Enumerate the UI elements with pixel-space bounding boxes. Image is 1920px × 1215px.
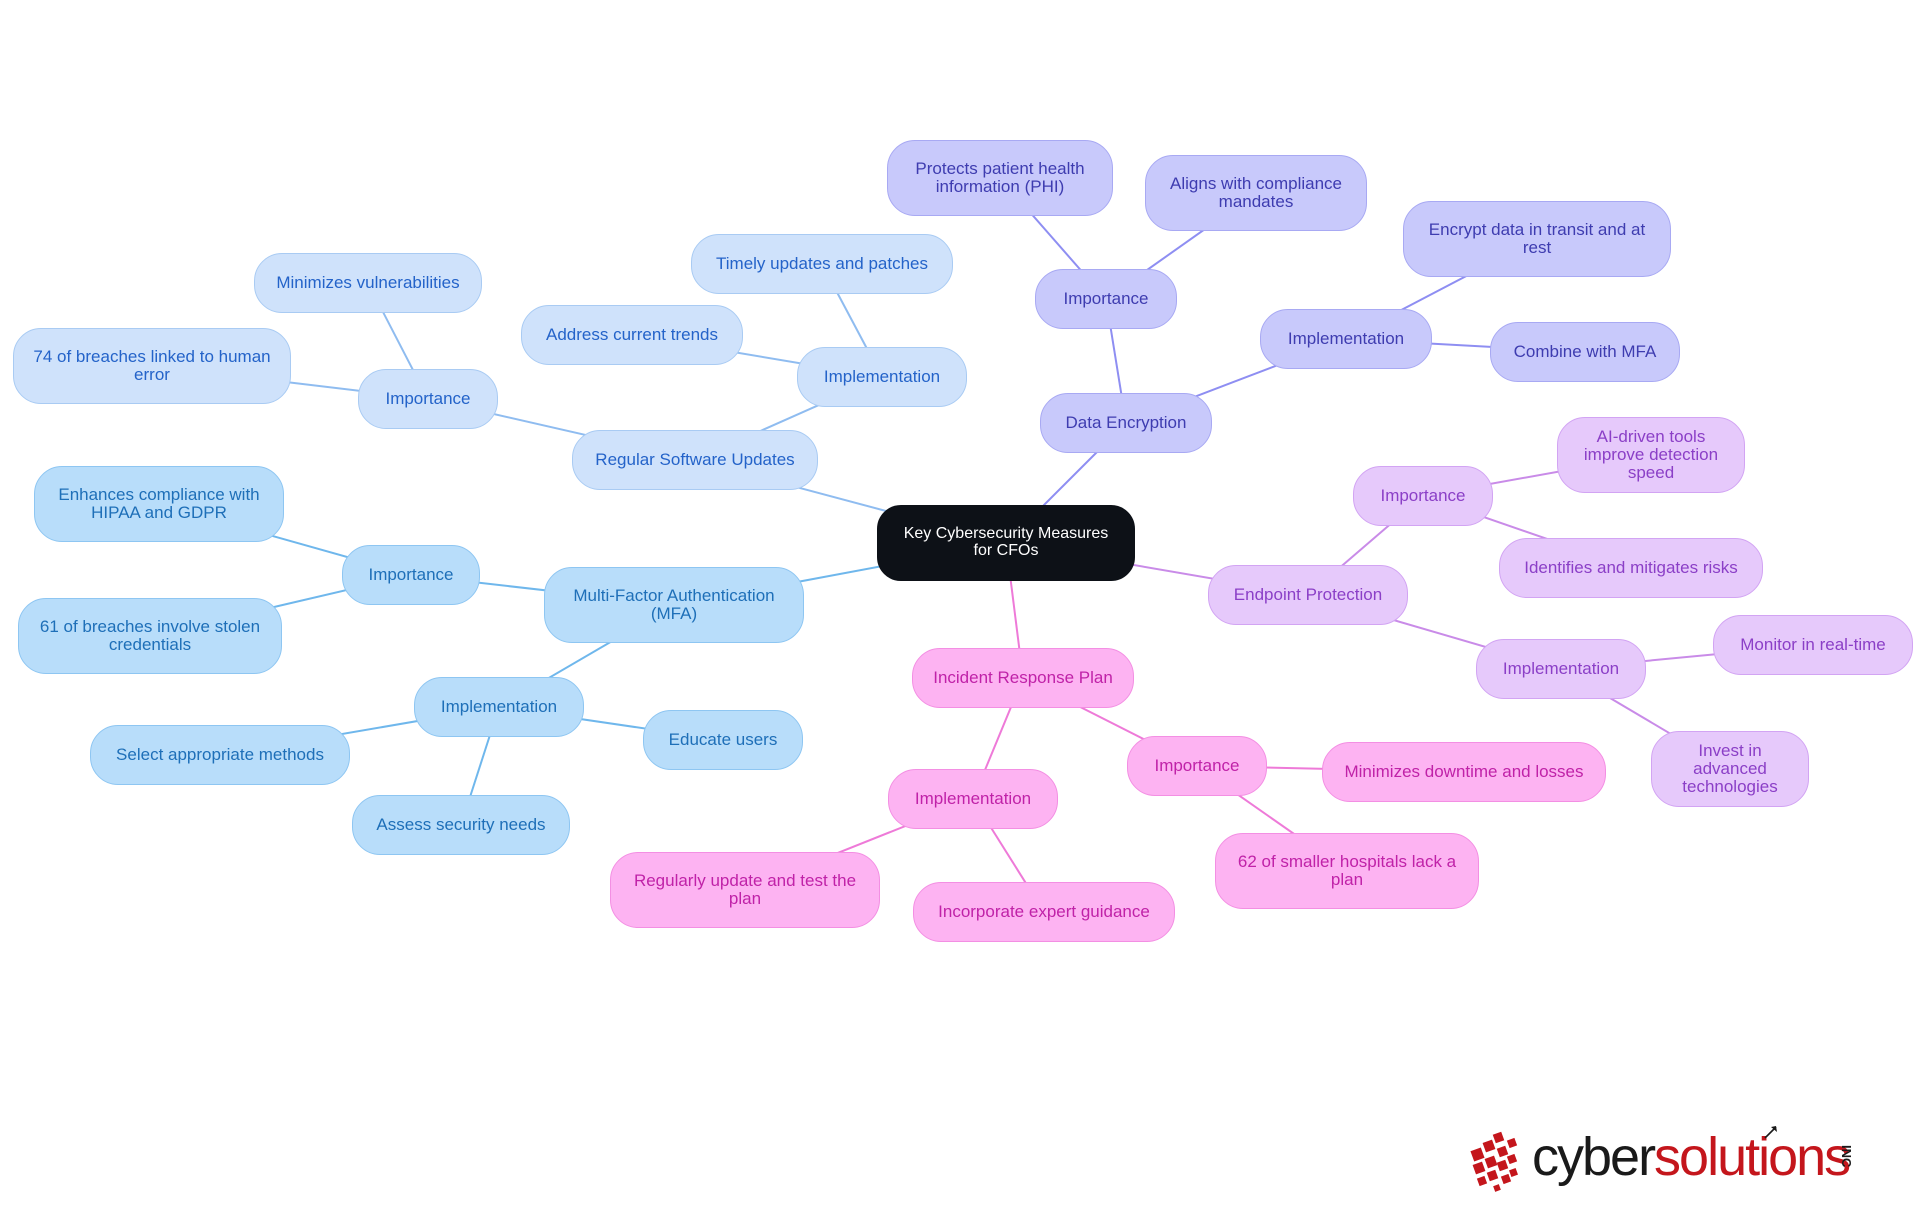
node-ep: Endpoint Protection <box>1208 565 1408 625</box>
node-rsu-imp-1: Minimizes vulnerabilities <box>254 253 482 313</box>
cybersolutions-logo: cybersolutions INC <box>1464 1125 1884 1195</box>
node-irp-imp-1: Minimizes downtime and losses <box>1322 742 1606 802</box>
node-de-imp: Importance <box>1035 269 1177 329</box>
node-irp-impl: Implementation <box>888 769 1058 829</box>
node-rsu: Regular Software Updates <box>572 430 818 490</box>
node-root: Key Cybersecurity Measures for CFOs <box>877 505 1135 581</box>
node-label: Implementation <box>823 367 941 387</box>
node-ep-impl-2: Invest in advanced technologies <box>1651 731 1809 807</box>
node-label: Implementation <box>1502 659 1620 679</box>
node-mfa: Multi-Factor Authentication (MFA) <box>544 567 804 643</box>
node-label: Importance <box>1154 756 1240 776</box>
node-label: Protects patient health information (PHI… <box>915 159 1085 196</box>
node-label: Importance <box>1063 289 1149 309</box>
node-de-imp-1: Protects patient health information (PHI… <box>887 140 1113 216</box>
node-label: Regular Software Updates <box>595 450 795 470</box>
node-de-impl: Implementation <box>1260 309 1432 369</box>
node-label: Enhances compliance with HIPAA and GDPR <box>58 485 260 522</box>
node-label: Implementation <box>914 789 1032 809</box>
node-label: Multi-Factor Authentication (MFA) <box>573 586 775 623</box>
node-de: Data Encryption <box>1040 393 1212 453</box>
node-mfa-imp: Importance <box>342 545 480 605</box>
node-de-impl-2: Combine with MFA <box>1490 322 1680 382</box>
node-irp: Incident Response Plan <box>912 648 1134 708</box>
logo-arrow-icon <box>1764 1126 1777 1139</box>
node-label: Invest in advanced technologies <box>1682 741 1778 796</box>
node-ep-imp: Importance <box>1353 466 1493 526</box>
node-label: Key Cybersecurity Measures for CFOs <box>903 525 1109 559</box>
node-label: Data Encryption <box>1065 413 1187 433</box>
node-de-imp-2: Aligns with compliance mandates <box>1145 155 1367 231</box>
node-mfa-impl: Implementation <box>414 677 584 737</box>
node-label: Aligns with compliance mandates <box>1170 174 1342 211</box>
node-label: 62 of smaller hospitals lack a plan <box>1237 852 1457 889</box>
node-label: 74 of breaches linked to human error <box>33 347 271 384</box>
node-irp-impl-2: Incorporate expert guidance <box>913 882 1175 942</box>
node-label: Monitor in real-time <box>1740 635 1886 655</box>
node-rsu-impl-1: Timely updates and patches <box>691 234 953 294</box>
node-label: Timely updates and patches <box>716 254 928 274</box>
node-ep-impl-1: Monitor in real-time <box>1713 615 1913 675</box>
node-label: Select appropriate methods <box>116 745 324 765</box>
logo-word-solutions: solutions <box>1654 1127 1851 1187</box>
node-ep-imp-2: Identifies and mitigates risks <box>1499 538 1763 598</box>
logo-suffix: INC <box>1839 1145 1854 1168</box>
node-label: Educate users <box>668 730 778 750</box>
node-label: Minimizes downtime and losses <box>1344 762 1584 782</box>
node-rsu-impl-2: Address current trends <box>521 305 743 365</box>
logo-word-cyber: cyber <box>1532 1127 1656 1187</box>
node-mfa-impl-2: Assess security needs <box>352 795 570 855</box>
node-label: Incident Response Plan <box>933 668 1113 688</box>
node-label: AI-driven tools improve detection speed <box>1583 427 1719 482</box>
node-irp-imp-2: 62 of smaller hospitals lack a plan <box>1215 833 1479 909</box>
node-mfa-imp-2: 61 of breaches involve stolen credential… <box>18 598 282 674</box>
node-irp-imp: Importance <box>1127 736 1267 796</box>
node-mfa-imp-1: Enhances compliance with HIPAA and GDPR <box>34 466 284 542</box>
node-label: Assess security needs <box>376 815 546 835</box>
node-label: Encrypt data in transit and at rest <box>1428 220 1646 257</box>
node-label: Implementation <box>1287 329 1405 349</box>
node-label: Implementation <box>440 697 558 717</box>
logo-mark-icon <box>1470 1131 1518 1192</box>
node-label: Combine with MFA <box>1513 342 1657 362</box>
node-label: Regularly update and test the plan <box>633 871 857 908</box>
node-rsu-imp-2: 74 of breaches linked to human error <box>13 328 291 404</box>
node-label: Minimizes vulnerabilities <box>276 273 460 293</box>
node-label: Incorporate expert guidance <box>938 902 1150 922</box>
node-label: 61 of breaches involve stolen credential… <box>39 617 261 654</box>
node-label: Importance <box>1380 486 1466 506</box>
node-label: Importance <box>368 565 454 585</box>
node-label: Address current trends <box>546 325 718 345</box>
node-de-impl-1: Encrypt data in transit and at rest <box>1403 201 1671 277</box>
node-label: Identifies and mitigates risks <box>1524 558 1738 578</box>
node-ep-impl: Implementation <box>1476 639 1646 699</box>
node-irp-impl-1: Regularly update and test the plan <box>610 852 880 928</box>
node-rsu-imp: Importance <box>358 369 498 429</box>
node-rsu-impl: Implementation <box>797 347 967 407</box>
node-mfa-impl-3: Educate users <box>643 710 803 770</box>
node-ep-imp-1: AI-driven tools improve detection speed <box>1557 417 1745 493</box>
node-label: Importance <box>385 389 471 409</box>
node-mfa-impl-1: Select appropriate methods <box>90 725 350 785</box>
node-label: Endpoint Protection <box>1233 585 1383 605</box>
